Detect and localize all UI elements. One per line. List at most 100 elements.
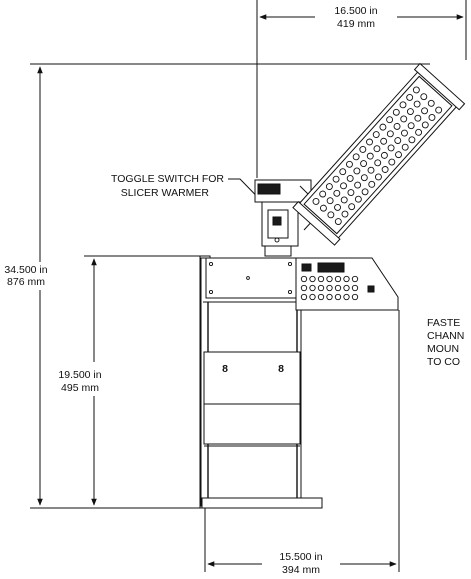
panel-hole: [334, 293, 342, 301]
dispenser-hole: [366, 152, 374, 160]
panel-hole: [309, 275, 316, 283]
dispenser-hole: [421, 121, 429, 129]
dispenser-hole: [386, 130, 394, 138]
dispenser-hole: [333, 189, 341, 197]
dispenser-hole: [326, 197, 334, 205]
dispenser-hole: [341, 210, 349, 218]
dispenser-hole: [334, 203, 342, 211]
toggle-callout-line2: SLICER WARMER: [121, 187, 210, 199]
dispenser-hole: [340, 182, 347, 190]
dispenser-hole: [346, 160, 353, 168]
panel-hole: [343, 293, 350, 301]
panel-hole: [326, 293, 333, 301]
door-number-left: 8: [222, 363, 228, 375]
dispenser-hole: [366, 138, 373, 146]
dimension-total-height: 34.500 in 876 mm: [2, 63, 430, 509]
dispenser-hole: [348, 203, 356, 211]
dispenser-hole-grid: [312, 86, 443, 225]
panel-hole: [351, 293, 359, 301]
dispenser-hole: [367, 166, 375, 174]
panel-hole: [317, 293, 325, 301]
panel-hole: [343, 275, 350, 283]
dispenser-hole: [374, 173, 382, 181]
dispenser-hole: [353, 167, 361, 175]
dispenser-hole: [334, 218, 342, 225]
dispenser-hole: [354, 195, 362, 203]
dispenser-hole: [393, 122, 401, 130]
dispenser-hole: [373, 145, 381, 153]
dispenser-hole: [359, 145, 367, 153]
angled-dispenser: [292, 62, 466, 246]
dispenser-hole: [395, 151, 402, 159]
dispenser-hole: [360, 174, 368, 182]
dispenser-hole: [412, 86, 420, 94]
panel-hole: [300, 275, 308, 283]
dispenser-hole: [380, 137, 388, 145]
dispenser-hole: [380, 151, 388, 159]
panel-hole: [317, 284, 325, 292]
dispenser-hole: [400, 115, 408, 123]
fasten-line-2: CHANN: [427, 330, 464, 342]
total-height-mm: 876 mm: [7, 276, 45, 288]
dispenser-hole: [408, 136, 416, 144]
dispenser-hole: [399, 101, 407, 109]
dispenser-hole: [352, 153, 360, 161]
callout-toggle-switch: TOGGLE SWITCH FOR SLICER WARMER: [111, 173, 279, 219]
control-panel-hole-grid: [300, 275, 359, 301]
dispenser-hole: [360, 160, 368, 167]
callout-fasten: FASTE CHANN MOUN TO CO: [427, 317, 464, 368]
dispenser-hole: [319, 204, 327, 212]
panel-hole: [317, 275, 325, 283]
dispenser-hole: [372, 131, 380, 139]
dispenser-hole: [406, 93, 414, 101]
panel-hole: [334, 284, 342, 292]
dispenser-hole: [392, 108, 400, 116]
top-width-inches: 16.500 in: [334, 5, 377, 17]
panel-hole: [309, 284, 316, 292]
panel-hole: [334, 275, 342, 283]
dispenser-hole: [435, 106, 443, 114]
door-number-right: 8: [278, 363, 284, 375]
dispenser-hole: [406, 108, 414, 115]
dispenser-hole: [319, 190, 327, 198]
panel-hole: [309, 293, 316, 301]
base-width-mm: 394 mm: [282, 564, 320, 576]
panel-hole: [326, 284, 333, 292]
dispenser-hole: [339, 168, 347, 176]
dispenser-hole: [413, 100, 421, 108]
cabinet-height-mm: 495 mm: [61, 382, 99, 394]
base-cabinet: [199, 255, 323, 509]
panel-hole: [300, 284, 308, 292]
top-width-mm: 419 mm: [337, 18, 375, 30]
panel-hole: [351, 275, 359, 283]
base-width-inches: 15.500 in: [279, 551, 322, 563]
dimension-cabinet-height: 19.500 in 495 mm: [58, 255, 205, 506]
dispenser-hole: [340, 196, 348, 204]
panel-hole: [343, 284, 350, 292]
dispenser-hole: [427, 99, 435, 107]
dispenser-hole: [407, 122, 415, 130]
fasten-line-1: FASTE: [427, 317, 460, 329]
dispenser-hole: [312, 197, 320, 205]
dispenser-hole: [386, 116, 394, 124]
dispenser-hole: [381, 166, 389, 173]
toggle-callout-line1: TOGGLE SWITCH FOR: [111, 173, 224, 185]
dispenser-hole: [368, 180, 376, 188]
panel-hole: [300, 293, 308, 301]
dimension-top-width: 16.500 in 419 mm: [256, 0, 467, 178]
dispenser-hole: [420, 93, 428, 101]
panel-hole: [351, 284, 359, 292]
dispenser-hole: [374, 159, 382, 167]
dispenser-hole: [394, 137, 402, 144]
fasten-line-3: MOUN: [427, 343, 459, 355]
dispenser-hole: [346, 174, 354, 182]
dispenser-hole: [379, 123, 387, 131]
dispenser-hole: [421, 107, 428, 115]
panel-hole: [326, 275, 333, 283]
cabinet-height-inches: 19.500 in: [58, 369, 101, 381]
slicer-head: [254, 179, 327, 257]
dispenser-hole: [388, 158, 396, 166]
dispenser-hole: [325, 183, 333, 191]
control-panel: [295, 257, 399, 311]
dispenser-hole: [428, 114, 436, 121]
